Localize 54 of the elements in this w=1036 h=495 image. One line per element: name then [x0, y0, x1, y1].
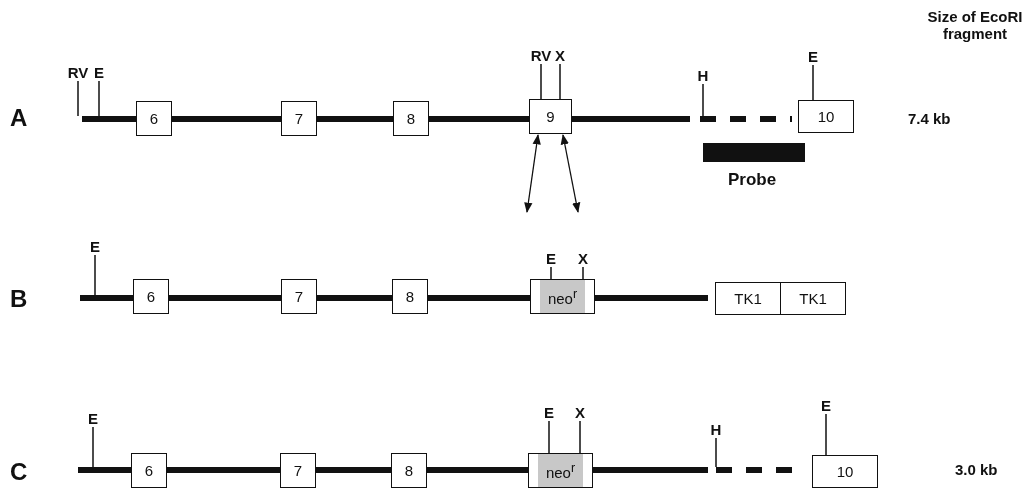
exon-box: 8 [391, 453, 427, 488]
exon-box: 10 [812, 455, 878, 488]
restriction-site-label: E [86, 410, 100, 427]
restriction-site-label: E [542, 404, 556, 421]
restriction-site-label: E [806, 48, 820, 65]
exon-box: 7 [280, 453, 316, 488]
exon-box: 7 [281, 279, 317, 314]
restriction-site-label: H [696, 67, 710, 84]
exon-box: 9 [529, 99, 572, 134]
restriction-site-tick [715, 437, 717, 468]
restriction-site-tick [812, 64, 814, 101]
double-headed-arrow [560, 134, 581, 213]
probe-bar [703, 143, 805, 162]
restriction-site-tick [582, 266, 584, 280]
restriction-site-tick [540, 63, 542, 100]
fragment-size-label: 3.0 kb [955, 461, 998, 478]
probe-label: Probe [728, 170, 777, 190]
tk-cassette-box: TK1 [780, 282, 846, 315]
restriction-site-tick [559, 63, 561, 100]
tk-cassette-box: TK1 [715, 282, 781, 315]
restriction-site-label: E [88, 238, 102, 255]
restriction-site-tick [77, 80, 79, 117]
row-letter: C [10, 458, 28, 486]
restriction-site-label: E [819, 397, 833, 414]
neo-cassette-box: neo$^{r}$ [528, 453, 593, 488]
exon-box: 8 [393, 101, 429, 136]
restriction-site-label: E [92, 64, 106, 81]
restriction-site-tick [702, 83, 704, 117]
restriction-site-label: H [709, 421, 723, 438]
double-headed-arrow [524, 133, 541, 214]
neo-cassette-box: neo$^{r}$ [530, 279, 595, 314]
restriction-site-label: X [573, 404, 587, 421]
row-letter: B [10, 285, 28, 313]
restriction-site-tick [550, 266, 552, 280]
exon-box: 8 [392, 279, 428, 314]
restriction-site-label: RV [66, 64, 90, 81]
row-letter: A [10, 104, 28, 132]
restriction-site-label: X [553, 47, 567, 64]
restriction-site-tick [92, 426, 94, 468]
restriction-site-tick [94, 254, 96, 296]
restriction-site-tick [548, 420, 550, 454]
restriction-site-tick [825, 413, 827, 456]
exon-box: 10 [798, 100, 854, 133]
exon-box: 6 [131, 453, 167, 488]
restriction-site-label: X [576, 250, 590, 267]
column-heading: Size of EcoRI fragment [926, 8, 1024, 42]
exon-box: 7 [281, 101, 317, 136]
exon-box: 6 [136, 101, 172, 136]
exon-box: 6 [133, 279, 169, 314]
restriction-site-tick [98, 80, 100, 117]
restriction-site-label: RV [529, 47, 553, 64]
restriction-site-tick [579, 420, 581, 454]
restriction-site-label: E [544, 250, 558, 267]
fragment-size-label: 7.4 kb [908, 110, 951, 127]
